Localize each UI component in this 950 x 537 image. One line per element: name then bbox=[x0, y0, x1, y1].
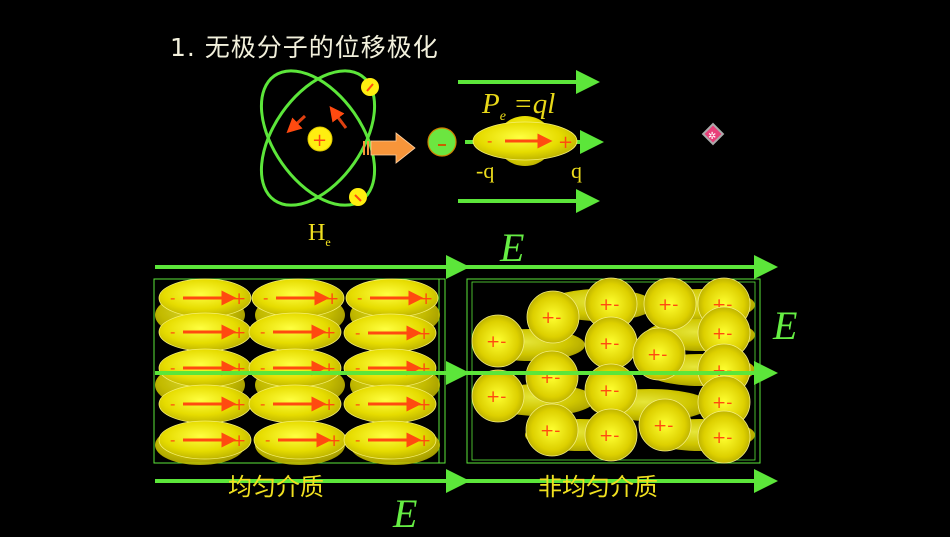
atom-label: He bbox=[308, 220, 331, 249]
transform-arrow-icon bbox=[363, 132, 416, 164]
dipole-moment-formula: Pe =ql bbox=[482, 88, 556, 124]
nonuniform-medium-box bbox=[466, 277, 761, 464]
nonuniform-medium-caption: 非均匀介质 bbox=[538, 473, 658, 501]
helium-atom-diagram: + bbox=[259, 69, 379, 207]
field-label-right: E bbox=[773, 303, 798, 348]
negative-charge-label: -q bbox=[476, 158, 495, 183]
positive-charge-label: q bbox=[571, 158, 582, 183]
svg-text:+: + bbox=[312, 130, 327, 151]
field-label-top: E bbox=[500, 225, 525, 270]
svg-text:-: - bbox=[487, 132, 492, 150]
svg-text:+: + bbox=[558, 132, 573, 153]
field-label-bottom: E bbox=[393, 491, 418, 536]
uniform-medium-caption: 均匀介质 bbox=[228, 473, 324, 501]
slide-title: 1. 无极分子的位移极化 bbox=[170, 33, 439, 62]
svg-text:✲: ✲ bbox=[708, 131, 716, 142]
electron-particle bbox=[427, 127, 457, 157]
slide-nav-diamond-icon[interactable]: ✲ bbox=[701, 122, 725, 146]
polarized-molecule: - + bbox=[472, 116, 578, 166]
